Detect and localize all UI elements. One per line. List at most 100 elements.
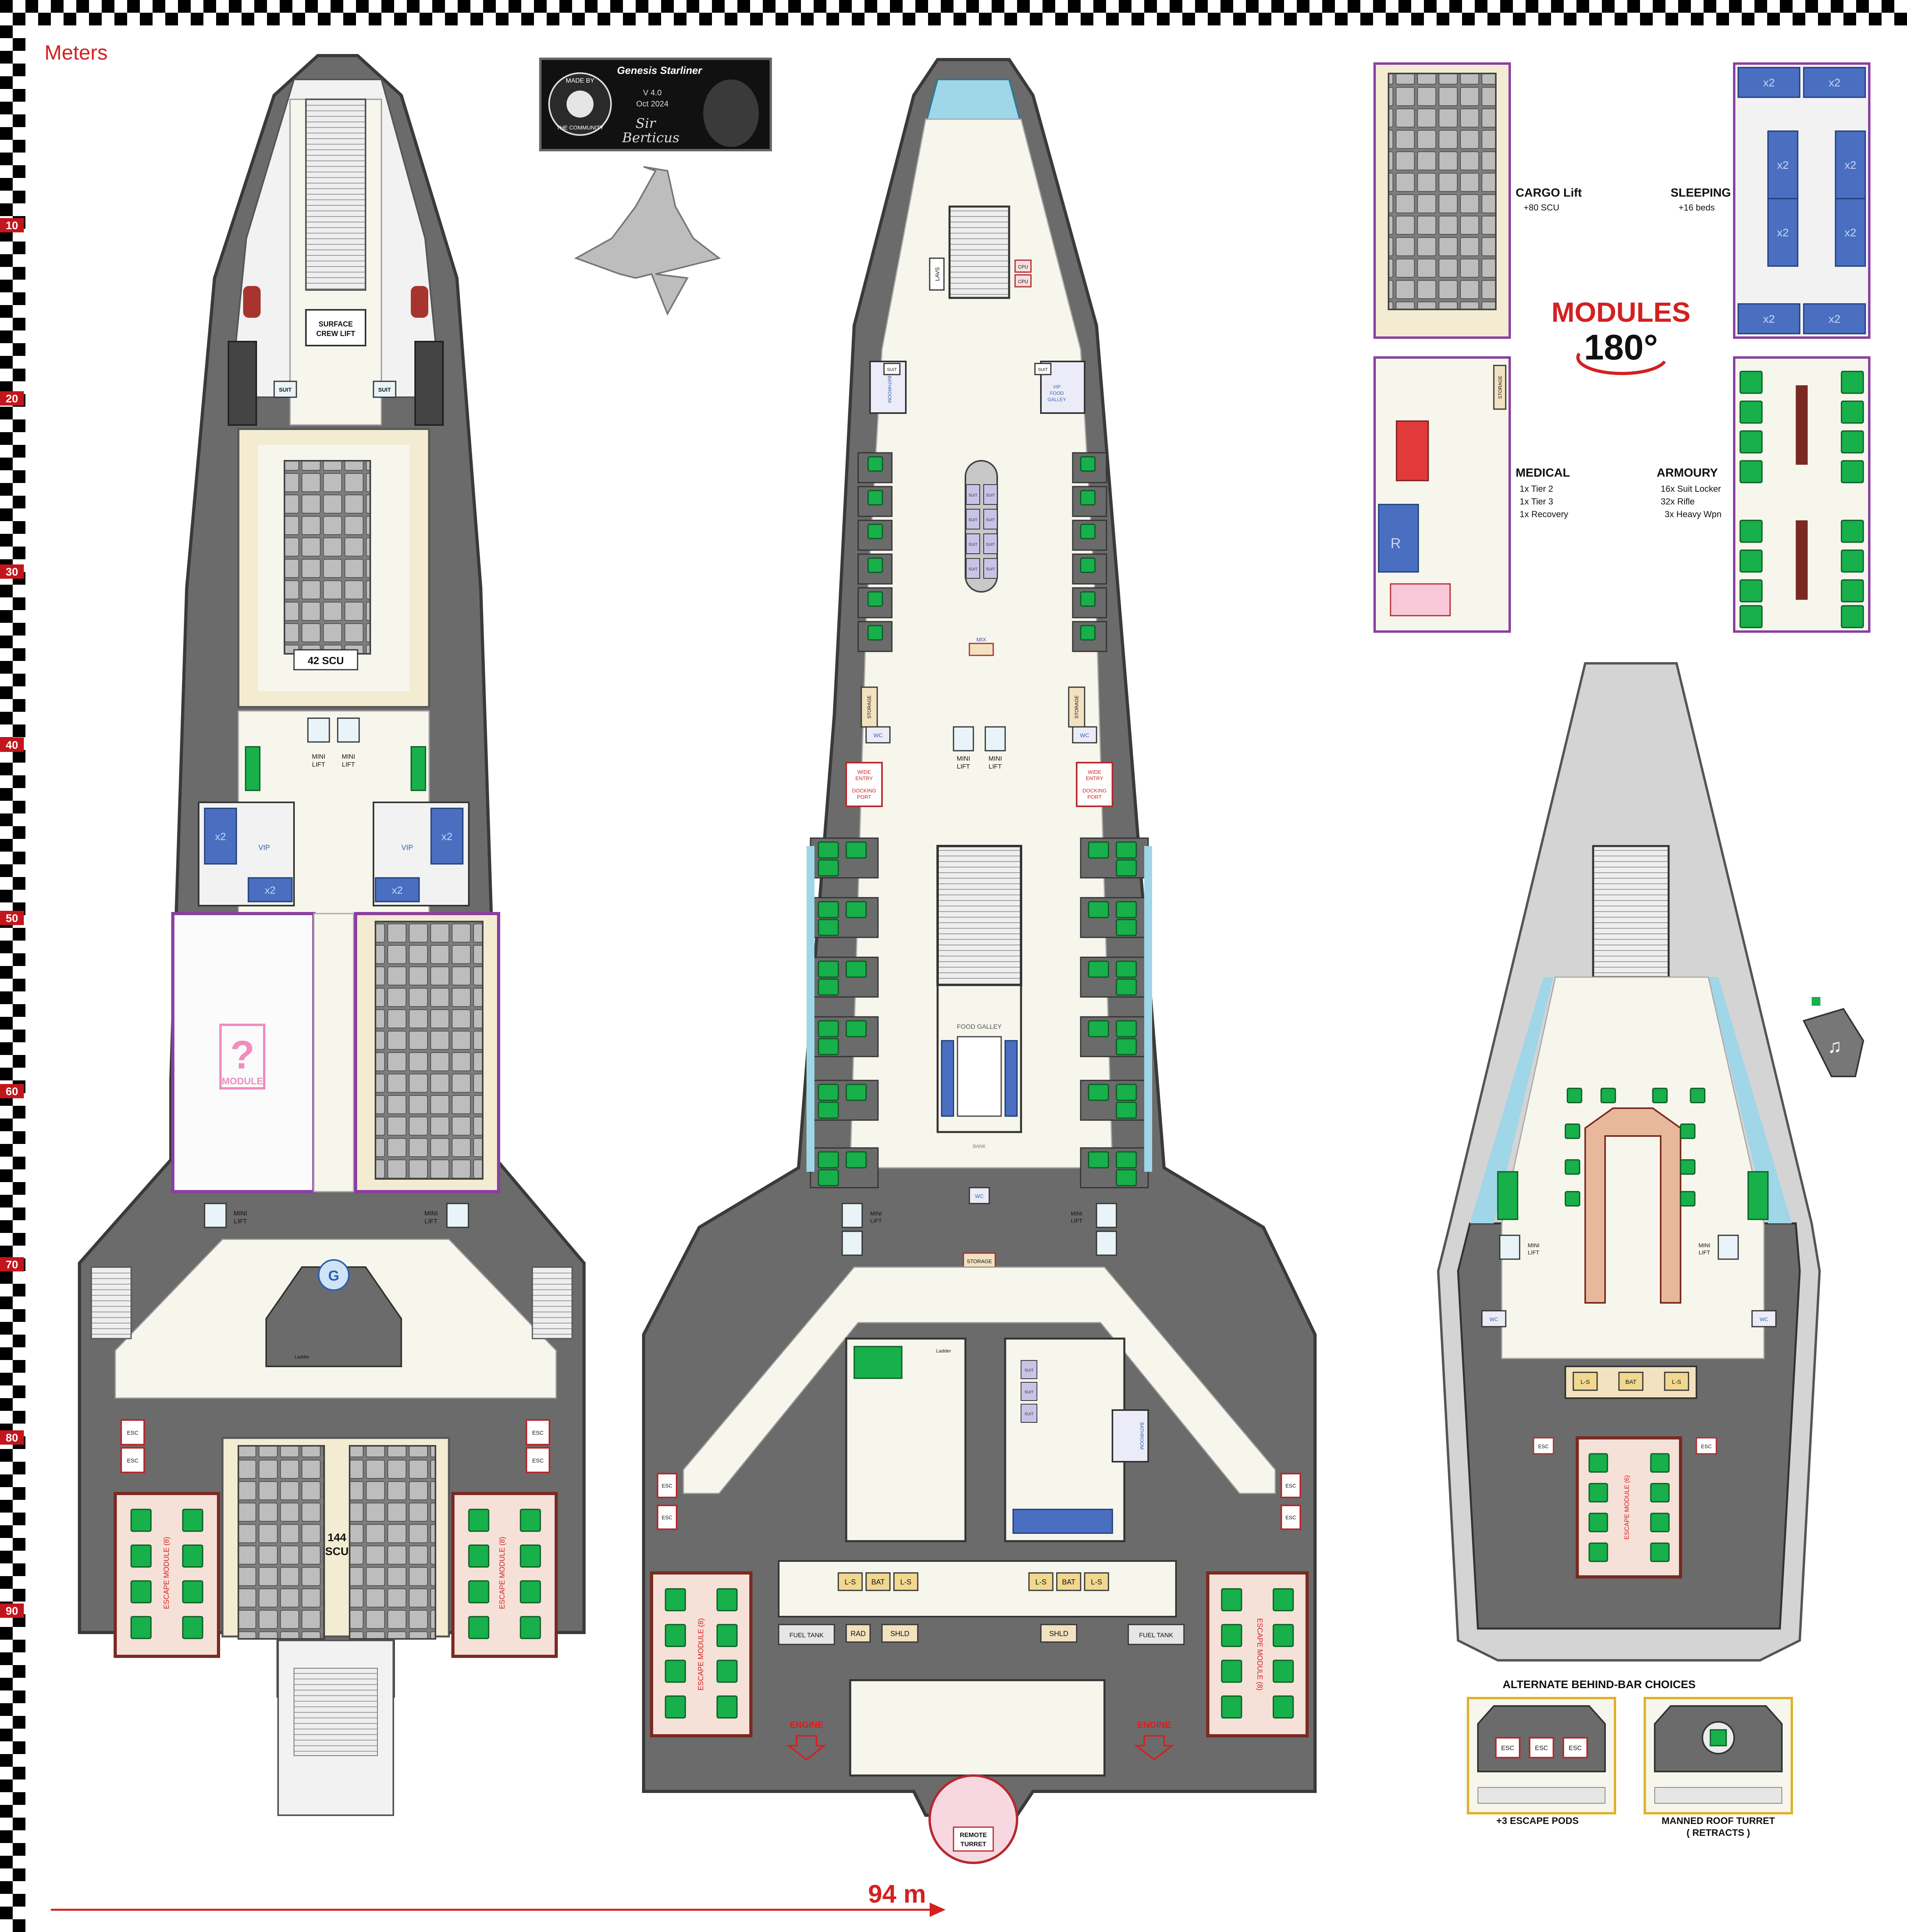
wc-left[interactable] bbox=[865, 726, 891, 744]
ruler-cell bbox=[0, 1487, 13, 1500]
esc-pod-c-r2[interactable] bbox=[1280, 1505, 1301, 1530]
wc-center[interactable] bbox=[969, 1187, 990, 1204]
passenger-seat bbox=[1116, 1084, 1137, 1101]
suit-locker-left[interactable] bbox=[273, 381, 297, 398]
ruler-cell bbox=[445, 13, 458, 25]
aft-suit-locker bbox=[1021, 1382, 1037, 1401]
upper-wc-l[interactable] bbox=[1481, 1310, 1507, 1327]
ruler-cell bbox=[13, 1576, 25, 1589]
lower-spine-corridor bbox=[313, 913, 354, 1192]
ruler-cell bbox=[13, 1411, 25, 1424]
ruler-cell bbox=[0, 356, 13, 369]
esc-pod-l1[interactable] bbox=[120, 1419, 145, 1445]
ruler-cell bbox=[0, 1398, 13, 1411]
remote-turret[interactable] bbox=[928, 1774, 1018, 1864]
ruler-cell bbox=[496, 13, 509, 25]
mini-lift-aft-right[interactable] bbox=[446, 1203, 469, 1228]
mini-lift-c3[interactable] bbox=[841, 1203, 863, 1228]
ruler-cell bbox=[13, 1779, 25, 1792]
vip-bed-right-2 bbox=[375, 877, 420, 902]
eng-component bbox=[1056, 1572, 1081, 1591]
modules-rotation: 180° bbox=[1584, 328, 1658, 367]
upper-wc-r[interactable] bbox=[1751, 1310, 1777, 1327]
ruler-cell bbox=[13, 979, 25, 991]
ruler-cell bbox=[1004, 13, 1017, 25]
ruler-cell bbox=[1665, 13, 1678, 25]
mini-lift-b[interactable] bbox=[337, 717, 360, 743]
mini-lift-c5-label-2: LIFT bbox=[1071, 1217, 1083, 1224]
ruler-cell bbox=[0, 292, 13, 305]
ruler-cell bbox=[229, 13, 242, 25]
eng-component-label: L-S bbox=[1091, 1578, 1102, 1586]
docking-port-right-1: DOCKING bbox=[1083, 788, 1107, 794]
ruler-cell bbox=[0, 1856, 13, 1868]
mini-lift-c6[interactable] bbox=[1096, 1231, 1117, 1256]
ruler-cell bbox=[0, 1907, 13, 1919]
bunk-bed-label: x2 bbox=[1829, 77, 1841, 89]
ruler-cell bbox=[292, 0, 305, 13]
wc-right[interactable] bbox=[1072, 726, 1097, 744]
g-label: G bbox=[328, 1267, 339, 1284]
mini-lift-c2[interactable] bbox=[984, 726, 1006, 752]
ruler-cell bbox=[13, 203, 25, 216]
ruler-cell bbox=[1093, 0, 1106, 13]
ruler-cell bbox=[0, 852, 13, 864]
mini-lift-c4[interactable] bbox=[841, 1231, 863, 1256]
suit-locker bbox=[1841, 371, 1864, 394]
docking-port-right[interactable] bbox=[1076, 762, 1113, 807]
ruler-cell bbox=[0, 178, 13, 191]
bunk-bed bbox=[1737, 67, 1801, 98]
ruler-cell bbox=[1831, 0, 1843, 13]
ruler-cell bbox=[458, 0, 470, 13]
passenger-seat bbox=[1080, 625, 1096, 641]
mini-lift-c1[interactable] bbox=[953, 726, 974, 752]
ruler-cell bbox=[13, 1004, 25, 1017]
upper-esc-l[interactable] bbox=[1533, 1437, 1554, 1455]
esc-pod-c-r1[interactable] bbox=[1280, 1473, 1301, 1498]
escape-seat bbox=[1273, 1695, 1294, 1719]
eng-component-label: L-S bbox=[845, 1578, 856, 1586]
ruler-cell bbox=[470, 0, 483, 13]
esc-pod-r2[interactable] bbox=[526, 1447, 550, 1473]
food-galley-label: FOOD GALLEY bbox=[957, 1024, 1002, 1030]
storage-right-label: STORAGE bbox=[1074, 696, 1079, 719]
esc-pod-c-l2[interactable] bbox=[657, 1505, 677, 1530]
ruler-cell bbox=[1208, 13, 1220, 25]
credits-badge: MADE BY THE COMMUNITY Genesis Starliner … bbox=[539, 58, 772, 151]
esc-pod-l2[interactable] bbox=[120, 1447, 145, 1473]
suit-center-left[interactable] bbox=[883, 363, 901, 375]
ruler-cell bbox=[903, 13, 915, 25]
ruler-cell bbox=[0, 597, 13, 610]
lounge-suit-locker bbox=[983, 558, 998, 579]
storage-center-label: STORAGE bbox=[967, 1258, 992, 1264]
ruler-cell bbox=[1754, 0, 1767, 13]
badge-community: THE COMMUNITY bbox=[557, 124, 604, 131]
surface-crew-lift[interactable] bbox=[305, 309, 366, 346]
upper-mini-lift-r[interactable] bbox=[1717, 1235, 1739, 1260]
suit-center-right[interactable] bbox=[1034, 363, 1052, 375]
esc-pod-r1[interactable] bbox=[526, 1419, 550, 1445]
vip-food-galley-2: FOOD bbox=[1050, 390, 1064, 396]
mini-lift-a[interactable] bbox=[307, 717, 330, 743]
galley-table bbox=[957, 1036, 1002, 1117]
engine-left-label: ENGINE bbox=[790, 1720, 823, 1730]
mini-lift-c5[interactable] bbox=[1096, 1203, 1117, 1228]
ruler-cell bbox=[13, 1055, 25, 1068]
nose-red-light-right bbox=[411, 286, 428, 318]
ruler-cell bbox=[0, 1703, 13, 1716]
module-medical-1: 1x Tier 2 bbox=[1520, 484, 1553, 494]
ruler-cell bbox=[13, 1335, 25, 1347]
ruler-cell bbox=[1602, 0, 1615, 13]
ruler-cell bbox=[13, 1665, 25, 1678]
suit-locker-right[interactable] bbox=[373, 381, 396, 398]
esc-pod-c-l1[interactable] bbox=[657, 1473, 677, 1498]
ruler-cell bbox=[13, 775, 25, 788]
vip-food-galley-1: VIP bbox=[1053, 384, 1060, 390]
upper-esc-r[interactable] bbox=[1696, 1437, 1717, 1455]
mini-lift-aft-left[interactable] bbox=[204, 1203, 227, 1228]
docking-port-left[interactable] bbox=[845, 762, 883, 807]
ruler-cell bbox=[483, 13, 496, 25]
ruler-cell bbox=[0, 648, 13, 661]
upper-mini-lift-l[interactable] bbox=[1499, 1235, 1520, 1260]
module-medical-2: 1x Tier 3 bbox=[1520, 497, 1553, 506]
